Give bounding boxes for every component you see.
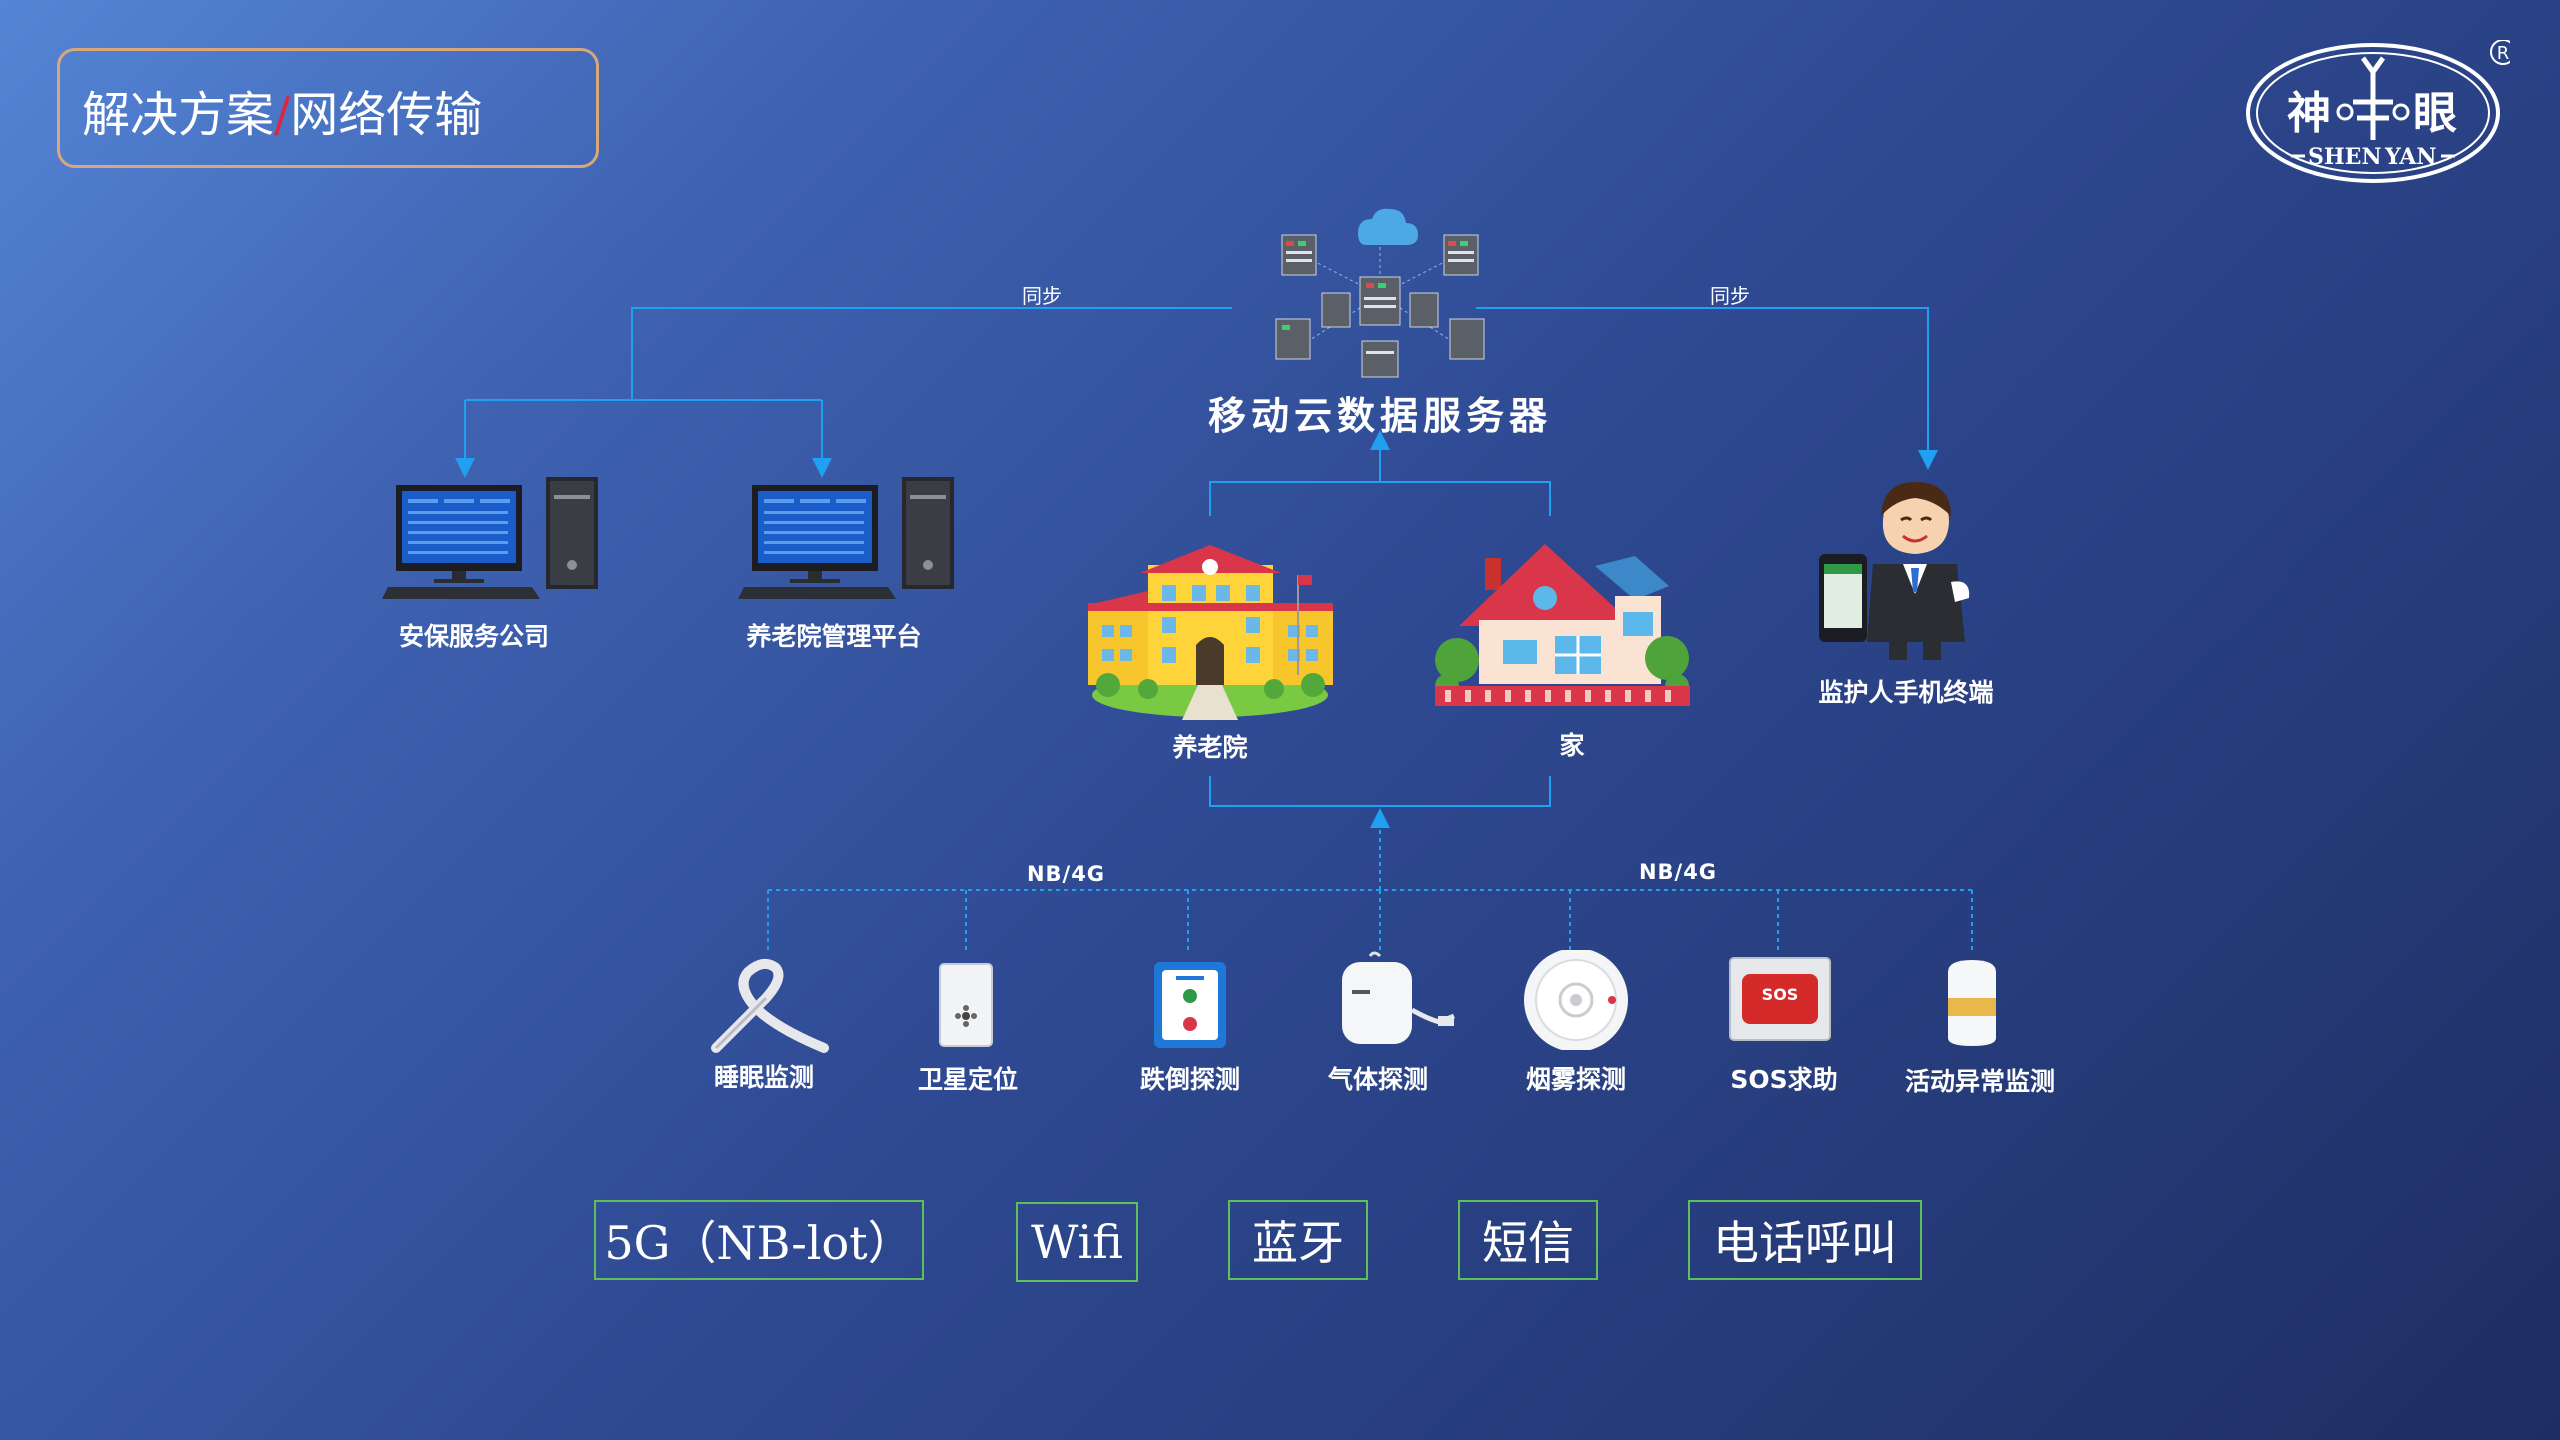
home-icon — [1435, 540, 1690, 715]
svg-text:神: 神 — [2287, 88, 2331, 139]
title-box — [57, 48, 599, 168]
server-label: 移动云数据服务器 — [1207, 394, 1553, 438]
link-label-right: NB/4G — [1638, 860, 1718, 884]
protocol-bluetooth: 蓝牙 — [1228, 1200, 1368, 1280]
svg-text:眼: 眼 — [2413, 88, 2457, 139]
security-company-label: 安保服务公司 — [398, 622, 550, 651]
protocol-phone-call: 电话呼叫 — [1688, 1200, 1922, 1280]
nursing-home-label: 养老院 — [1172, 733, 1248, 762]
device-label-gas: 气体探测 — [1327, 1065, 1429, 1094]
protocol-wifi: Wifi — [1016, 1202, 1138, 1282]
guardian-phone-icon — [1815, 482, 1995, 662]
sync-line-right — [1476, 307, 1938, 470]
sos-button-icon: SOS — [1728, 956, 1832, 1042]
svg-text:R: R — [2497, 43, 2510, 64]
sync-line-left — [631, 307, 1232, 400]
protocol-5g: 5G（NB-lot） — [594, 1200, 924, 1280]
device-label-gps: 卫星定位 — [917, 1065, 1019, 1094]
protocol-sms: 短信 — [1458, 1200, 1598, 1280]
gas-detector-icon — [1330, 950, 1460, 1050]
sites-bracket-bottom — [1209, 776, 1551, 807]
fall-detector-icon — [1152, 960, 1228, 1050]
nursing-home-icon — [1088, 545, 1333, 720]
device-label-fall: 跌倒探测 — [1139, 1065, 1241, 1094]
svg-text:YAN: YAN — [2384, 144, 2436, 170]
svg-text:SOS: SOS — [1762, 985, 1799, 1004]
smoke-detector-icon — [1520, 948, 1632, 1052]
computer-icon-platform — [738, 475, 958, 605]
brand-logo: 神 眼 SHEN YAN R — [2245, 39, 2516, 190]
device-label-smoke: 烟雾探测 — [1525, 1065, 1627, 1094]
gps-tracker-icon — [936, 960, 996, 1050]
sites-bracket-top — [1209, 481, 1551, 516]
sync-label-left: 同步 — [1022, 284, 1062, 308]
device-label-motion: 活动异常监测 — [1904, 1067, 2056, 1096]
guardian-label: 监护人手机终端 — [1818, 678, 1994, 707]
link-label-left: NB/4G — [1026, 862, 1106, 886]
device-label-sos: SOS求助 — [1730, 1065, 1838, 1094]
sync-label-right: 同步 — [1710, 284, 1750, 308]
nursing-platform-label: 养老院管理平台 — [746, 622, 922, 651]
cloud-server-icon — [1262, 205, 1498, 385]
computer-icon-security — [382, 475, 602, 605]
svg-text:SHEN: SHEN — [2308, 144, 2382, 170]
motion-sensor-icon — [1942, 958, 2002, 1048]
page-title: 解决方案/网络传输 — [82, 87, 483, 143]
home-label: 家 — [1559, 731, 1585, 760]
sleep-band-icon — [706, 958, 830, 1058]
device-label-sleep: 睡眠监测 — [713, 1063, 815, 1092]
